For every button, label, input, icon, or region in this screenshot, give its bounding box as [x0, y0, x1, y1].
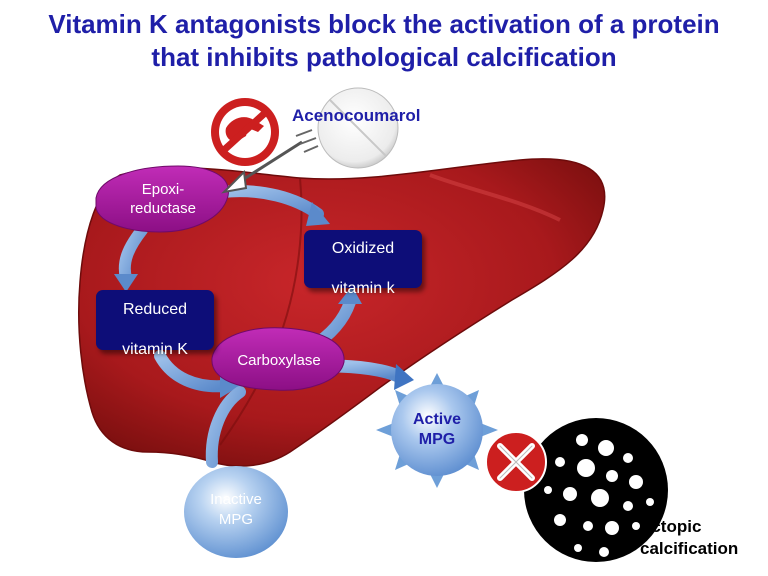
oxidized-vitamin-k-line-2: vitamin k [331, 280, 395, 297]
reduced-vitamin-k-label: Reduced vitamin K [122, 280, 188, 360]
ectopic-calcification-disc [524, 418, 668, 562]
pill-icon [317, 87, 399, 169]
page-title: Vitamin K antagonists block the activati… [0, 8, 768, 74]
oxidized-vitamin-k-line-1: Oxidized [331, 240, 395, 257]
drug-inhibition-arrow [221, 129, 319, 194]
active-mpg-star [376, 373, 498, 488]
active-mpg-line-1: Active [412, 411, 462, 428]
epoxi-reductase-line-1: Epoxi- [141, 181, 185, 198]
drug-label: Acenocoumarol [292, 106, 421, 125]
active-mpg-label: Active MPG [397, 410, 477, 450]
cycle-arrow-reductase-to-reduced [114, 224, 148, 292]
arrow-inactive-mpg-to-carboxylase [205, 386, 246, 468]
cycle-arrow-oxidized-to-reductase [216, 185, 330, 226]
carboxylase-shape [211, 327, 345, 391]
inactive-mpg-ball [184, 466, 288, 558]
reduced-vitamin-k-box: Reduced vitamin K [96, 290, 214, 358]
ectopic-calcification-line-2: calcification [640, 539, 739, 558]
no-hand-symbol [211, 98, 279, 166]
oxidized-vitamin-k-box: Oxidized vitamin k [304, 230, 422, 297]
epoxi-reductase-shape [95, 165, 229, 233]
inactive-mpg-line-1: Inactive [210, 491, 262, 508]
reduced-vitamin-k-line-2: vitamin K [122, 341, 188, 358]
block-x-symbol [485, 431, 547, 493]
oxidized-vitamin-k-label: Oxidized vitamin k [331, 219, 394, 299]
ectopic-calcification-label: Ectopic calcification [640, 516, 764, 560]
epoxi-reductase-label: Epoxi- reductase [104, 180, 222, 218]
title-line-1: Vitamin K antagonists block the activati… [48, 9, 720, 39]
epoxi-reductase-line-2: reductase [130, 200, 196, 217]
title-line-2: that inhibits pathological calcification [151, 42, 617, 72]
reduced-vitamin-k-line-1: Reduced [122, 301, 188, 318]
active-mpg-line-2: MPG [418, 431, 456, 448]
ectopic-calcification-line-1: Ectopic [640, 517, 702, 536]
carboxylase-label: Carboxylase [237, 352, 321, 369]
inactive-mpg-line-2: MPG [218, 511, 254, 528]
inactive-mpg-label: Inactive MPG [186, 490, 286, 530]
